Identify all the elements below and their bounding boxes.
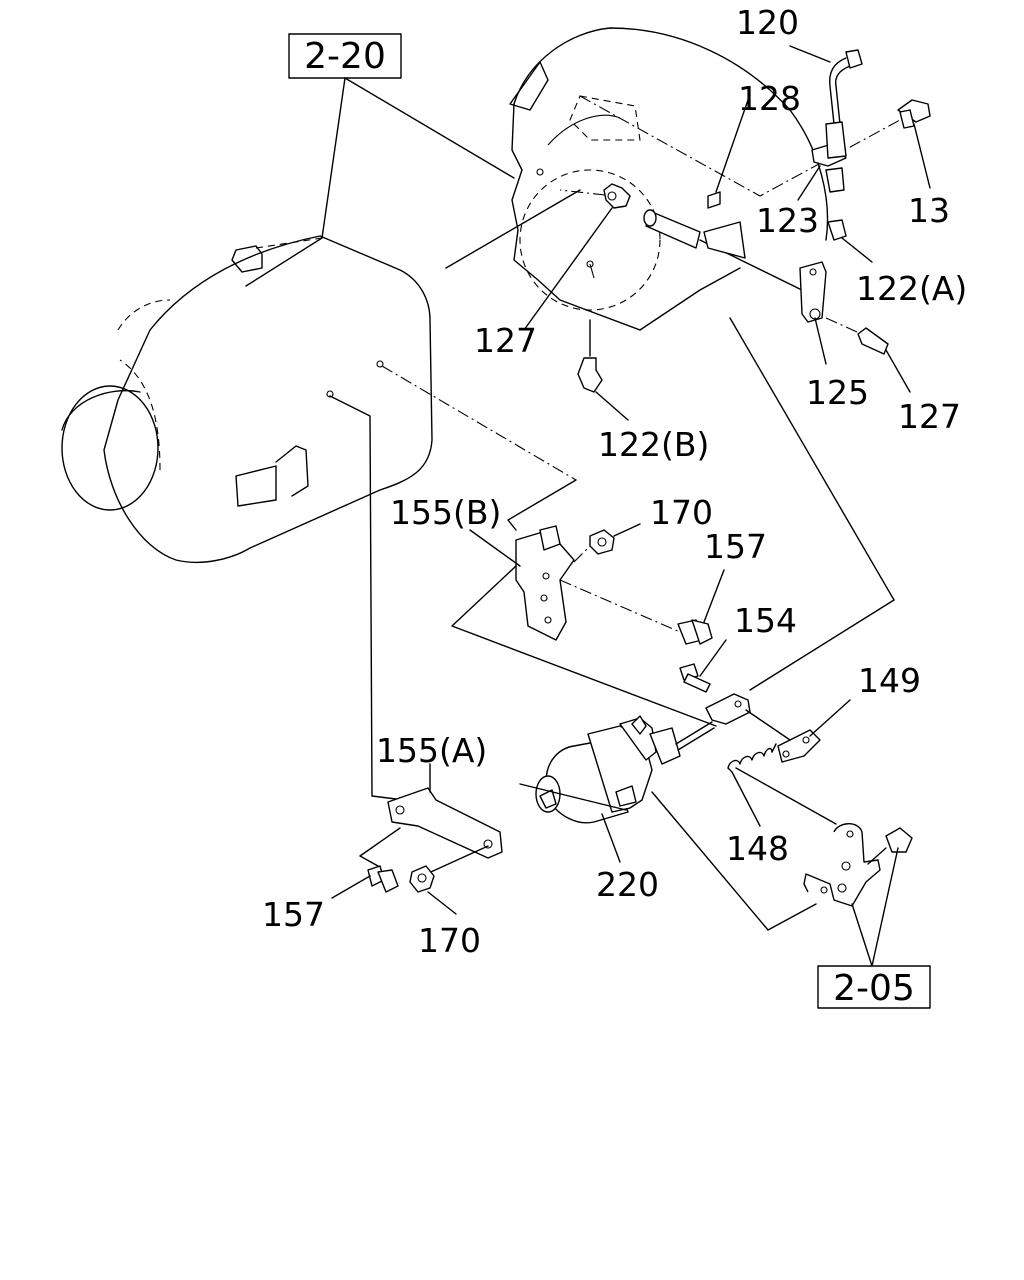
dashline-cover-155b — [381, 365, 577, 481]
leader-128 — [715, 99, 749, 193]
label-149: 149 — [858, 661, 921, 700]
leader-122a — [841, 237, 873, 263]
leader-155b — [469, 529, 521, 567]
line-155b-mount — [507, 479, 577, 531]
leader-127-upper — [523, 207, 613, 331]
leader-122b — [595, 391, 629, 421]
label-154: 154 — [734, 601, 797, 640]
line-148-to-lever — [735, 767, 837, 825]
dashline-170-upper — [573, 545, 591, 563]
label-155a: 155(A) — [376, 731, 487, 770]
leader-154 — [699, 639, 727, 677]
bracket-155b[interactable] — [515, 525, 575, 641]
leader-220 — [601, 813, 621, 863]
leader-127-right — [885, 349, 911, 393]
label-157-lower: 157 — [262, 895, 325, 934]
label-157-upper: 157 — [704, 527, 767, 566]
label-122a: 122(A) — [856, 269, 967, 308]
clevis-154[interactable] — [705, 693, 751, 725]
line-155a-mount — [329, 395, 405, 801]
leader-2-05-a — [851, 903, 873, 967]
label-123: 123 — [756, 201, 819, 240]
ref-label-2-20: 2-20 — [304, 36, 386, 77]
label-122b: 122(B) — [598, 425, 709, 464]
engine-cover — [61, 235, 433, 563]
label-125: 125 — [806, 373, 869, 412]
leader-2-20-a — [321, 77, 346, 239]
lever-125[interactable] — [799, 261, 827, 323]
label-13: 13 — [908, 191, 950, 230]
leader-housing-axis — [445, 189, 581, 269]
label-170-upper: 170 — [650, 493, 713, 532]
label-148: 148 — [726, 829, 789, 868]
flywheel-housing — [509, 27, 829, 331]
label-127-right: 127 — [898, 397, 961, 436]
leader-125 — [814, 317, 827, 365]
line-cylinder-to-155a — [519, 783, 627, 811]
label-120: 120 — [736, 3, 799, 42]
bolt-154[interactable] — [679, 663, 711, 693]
leader-157-lower — [331, 875, 371, 899]
line-155b-frame — [451, 565, 717, 727]
line-155a-nut — [421, 845, 489, 877]
lever-2-05[interactable] — [803, 823, 913, 907]
fitting-122a[interactable] — [827, 219, 847, 241]
fitting-127-upper[interactable] — [603, 183, 631, 209]
line-clevis-to-149 — [745, 709, 791, 741]
line-cylinder-to-lever — [651, 791, 817, 931]
leader-2-20-b — [344, 77, 515, 179]
air-cylinder-220[interactable] — [535, 715, 715, 824]
leader-148 — [731, 771, 761, 827]
line-lever-to-linkage — [729, 317, 895, 601]
label-128: 128 — [738, 79, 801, 118]
leader-170-upper — [613, 523, 641, 537]
dashline-157-upper — [559, 579, 681, 633]
nut-170-lower[interactable] — [409, 865, 435, 893]
dashline-housing-center — [559, 189, 606, 196]
dashline-125-127 — [825, 317, 867, 337]
line-to-linkage — [749, 599, 895, 691]
nut-170-upper[interactable] — [589, 529, 615, 555]
leader-157-upper — [703, 569, 725, 623]
link-149[interactable] — [777, 729, 821, 763]
line-155a-bolt — [359, 827, 401, 867]
leader-120 — [789, 45, 831, 63]
label-127-upper: 127 — [474, 321, 537, 360]
ref-box-2-05[interactable]: 2-05 — [817, 965, 931, 1009]
label-155b: 155(B) — [390, 493, 501, 532]
dashline-housing-bolt — [579, 95, 901, 197]
fitting-127-right[interactable] — [857, 327, 889, 355]
label-220: 220 — [596, 865, 659, 904]
spring-148[interactable] — [727, 743, 777, 773]
leader-2-05-b — [871, 847, 899, 967]
leader-149 — [809, 699, 851, 737]
leader-13 — [913, 123, 931, 189]
bracket-123[interactable] — [811, 121, 847, 193]
label-170-lower: 170 — [418, 921, 481, 960]
fitting-122b[interactable] — [577, 357, 603, 393]
leader-123 — [797, 165, 821, 201]
leader-170-lower — [427, 891, 457, 915]
bolt-157-lower[interactable] — [367, 865, 399, 893]
pipe-120[interactable] — [829, 49, 863, 125]
clip-128[interactable] — [703, 191, 746, 259]
ref-label-2-05: 2-05 — [833, 968, 915, 1009]
ref-box-2-20[interactable]: 2-20 — [288, 33, 402, 79]
bolt-157-upper[interactable] — [677, 619, 713, 645]
